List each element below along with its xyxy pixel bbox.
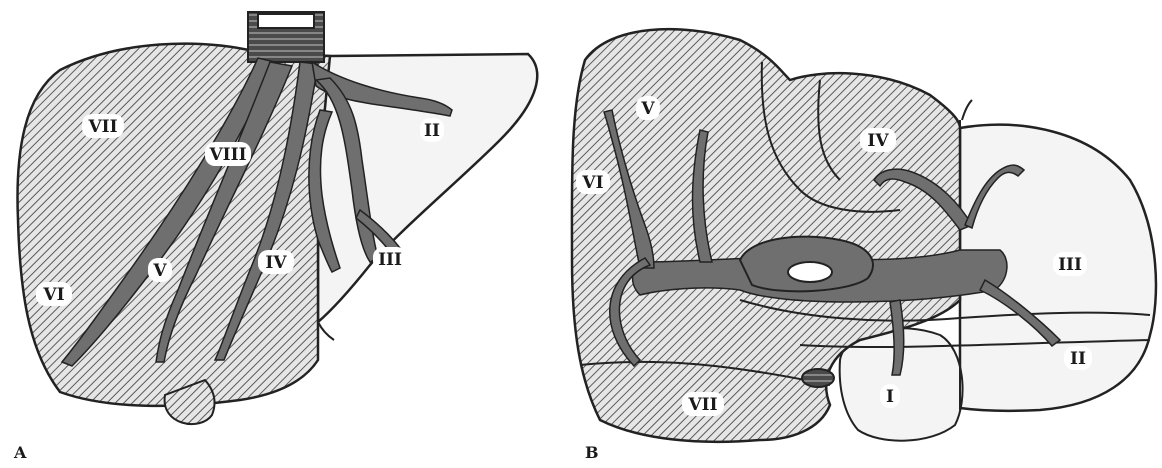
label-segment-vii: VII [87, 117, 117, 137]
label-segment-vi: VI [42, 285, 64, 305]
label-b-segment-vi: VI [581, 173, 603, 193]
label-segment-viii: VIII [208, 145, 246, 165]
label-segment-ii: II [424, 121, 440, 141]
label-b-segment-vii: VII [687, 395, 717, 415]
liver-anterior-view: VII VIII II III IV V VI A [13, 12, 537, 462]
liver-inferior-view: V VI IV III II I VII B [572, 29, 1156, 462]
label-segment-v: V [152, 261, 167, 281]
caption-right: B [585, 443, 599, 462]
label-segment-iii: III [378, 250, 402, 270]
caption-left: A [13, 443, 27, 462]
label-b-segment-v: V [640, 99, 655, 119]
label-b-segment-i: I [886, 387, 894, 407]
label-b-segment-ii: II [1070, 349, 1086, 369]
label-b-segment-iii: III [1058, 255, 1082, 275]
vena-cava-stub [802, 369, 834, 387]
label-b-segment-iv: IV [867, 131, 889, 151]
label-segment-iv: IV [265, 253, 287, 273]
